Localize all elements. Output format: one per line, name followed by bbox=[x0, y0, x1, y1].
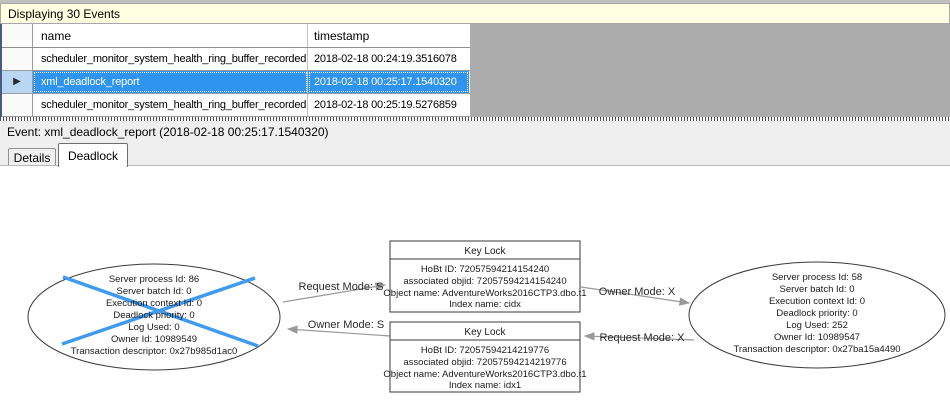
edge-owner-mode-s: Owner Mode: S bbox=[286, 319, 391, 337]
node-text: Log Used: 252 bbox=[786, 320, 848, 331]
node-text: Index name: cidx bbox=[449, 299, 521, 310]
node-text: Deadlock priority: 0 bbox=[113, 310, 194, 321]
pane-splitter[interactable] bbox=[0, 117, 950, 121]
process-node-victim[interactable]: Server process Id: 86 Server batch Id: 0… bbox=[27, 263, 281, 371]
node-text: associated objid: 72057594214219776 bbox=[403, 357, 566, 368]
lock-title: Key Lock bbox=[464, 327, 506, 338]
column-header-name[interactable]: name bbox=[33, 24, 308, 47]
row-selector-cell[interactable]: ▶ bbox=[2, 71, 33, 93]
edge-request-mode-x: Request Mode: X bbox=[583, 332, 695, 344]
events-count-label: Displaying 30 Events bbox=[8, 6, 121, 21]
node-text: Deadlock priority: 0 bbox=[776, 308, 857, 319]
node-text: HoBt ID: 72057594214219776 bbox=[421, 345, 549, 356]
node-text: Execution context Id: 0 bbox=[106, 298, 202, 309]
event-name-cell[interactable]: xml_deadlock_report bbox=[33, 71, 308, 93]
tab-deadlock[interactable]: Deadlock bbox=[58, 143, 128, 167]
row-selector-cell[interactable] bbox=[2, 94, 33, 116]
event-name-cell[interactable]: scheduler_monitor_system_health_ring_buf… bbox=[33, 94, 308, 116]
row-selector-cell[interactable] bbox=[2, 48, 33, 70]
node-text: HoBt ID: 72057594214154240 bbox=[421, 264, 549, 275]
node-text: Object name: AdventureWorks2016CTP3.dbo.… bbox=[383, 369, 586, 380]
deadlock-graph-panel: Request Mode: S Owner Mode: X Owner Mode… bbox=[0, 166, 950, 400]
victim-cross-icon bbox=[61, 275, 259, 348]
node-text: Owner Id: 10989547 bbox=[774, 332, 860, 343]
events-grid: name timestamp scheduler_monitor_system_… bbox=[2, 24, 470, 117]
event-timestamp-cell[interactable]: 2018-02-18 00:25:17.1540320 bbox=[308, 71, 469, 93]
event-timestamp-cell[interactable]: 2018-02-18 00:25:19.5276859 bbox=[314, 99, 457, 111]
edge-owner-mode-x: Owner Mode: X bbox=[580, 286, 691, 306]
edge-label: Request Mode: X bbox=[600, 332, 686, 344]
lock-node-top[interactable]: Key Lock HoBt ID: 72057594214154240 asso… bbox=[383, 240, 587, 313]
detail-tab-strip: Details Deadlock bbox=[0, 142, 950, 167]
events-count-bar: Displaying 30 Events bbox=[0, 3, 950, 24]
selected-event-bar: Event: xml_deadlock_report (2018-02-18 0… bbox=[0, 121, 950, 142]
table-row[interactable]: scheduler_monitor_system_health_ring_buf… bbox=[2, 94, 470, 117]
node-text: Execution context Id: 0 bbox=[769, 296, 865, 307]
events-grid-region: name timestamp scheduler_monitor_system_… bbox=[0, 24, 950, 117]
node-text: Server batch Id: 0 bbox=[780, 284, 855, 295]
node-text: Transaction descriptor: 0x27b985d1ac0 bbox=[71, 346, 238, 357]
tab-details[interactable]: Details bbox=[8, 148, 56, 166]
row-selector-header bbox=[2, 24, 33, 47]
node-text: Index name: idx1 bbox=[449, 380, 521, 391]
edge-label: Owner Mode: X bbox=[599, 286, 676, 298]
node-text: Log Used: 0 bbox=[128, 322, 179, 333]
event-name-cell[interactable]: scheduler_monitor_system_health_ring_buf… bbox=[33, 48, 308, 70]
lock-title: Key Lock bbox=[464, 246, 506, 257]
event-timestamp-cell[interactable]: 2018-02-18 00:24:19.3516078 bbox=[314, 53, 457, 65]
table-row-selected[interactable]: ▶ xml_deadlock_report 2018-02-18 00:25:1… bbox=[2, 71, 470, 94]
table-row[interactable]: scheduler_monitor_system_health_ring_buf… bbox=[2, 48, 470, 71]
lock-node-bottom[interactable]: Key Lock HoBt ID: 72057594214219776 asso… bbox=[383, 321, 587, 393]
node-text: Transaction descriptor: 0x27ba15a4490 bbox=[733, 344, 900, 355]
node-text: Owner Id: 10989549 bbox=[111, 334, 197, 345]
edge-request-mode-s: Request Mode: S bbox=[282, 281, 387, 303]
node-text: Server batch Id: 0 bbox=[117, 286, 192, 297]
selected-event-label: Event: xml_deadlock_report (2018-02-18 0… bbox=[7, 124, 329, 139]
node-text: Object name: AdventureWorks2016CTP3.dbo.… bbox=[383, 288, 586, 299]
node-text: associated objid: 72057594214154240 bbox=[403, 276, 566, 287]
column-header-timestamp[interactable]: timestamp bbox=[314, 28, 370, 43]
node-text: Server process Id: 58 bbox=[772, 272, 862, 283]
edge-label: Owner Mode: S bbox=[308, 319, 384, 331]
node-text: Server process Id: 86 bbox=[109, 274, 199, 285]
process-node[interactable]: Server process Id: 58 Server batch Id: 0… bbox=[688, 261, 946, 369]
deadlock-graph: Request Mode: S Owner Mode: X Owner Mode… bbox=[27, 240, 946, 393]
edge-label: Request Mode: S bbox=[299, 281, 384, 293]
window-top-edge bbox=[0, 0, 950, 3]
current-row-indicator-icon: ▶ bbox=[13, 76, 21, 87]
grid-header-row: name timestamp bbox=[2, 24, 470, 48]
